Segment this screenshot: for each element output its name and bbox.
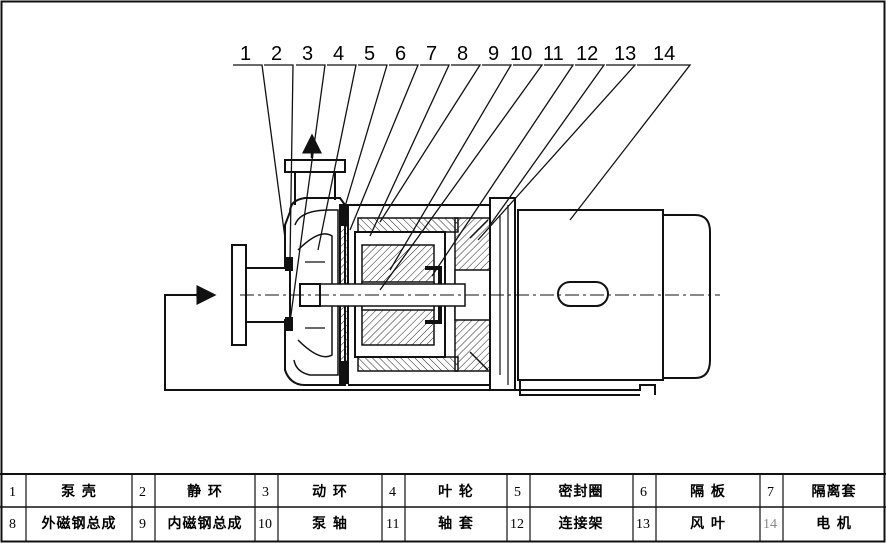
part-name-12: 连接架: [559, 515, 604, 532]
callout-14: 14: [653, 43, 675, 65]
callout-5: 5: [364, 43, 375, 65]
part-name-9: 内磁钢总成: [168, 515, 243, 532]
callout-2: 2: [271, 43, 282, 65]
part-num-10: 10: [258, 517, 272, 532]
part-num-5: 5: [514, 485, 521, 500]
part-name-10: 泵 轴: [312, 515, 348, 532]
callout-9: 9: [488, 43, 499, 65]
callout-6: 6: [395, 43, 406, 65]
part-name-1: 泵 壳: [61, 483, 97, 500]
part-num-7: 7: [767, 485, 774, 500]
base-loop: [164, 294, 656, 395]
callout-numbers: 1 2 3 4 5 6 7 8 9 10 11 12 13 14: [240, 43, 675, 65]
callout-13: 13: [614, 43, 636, 65]
part-name-4: 叶 轮: [438, 483, 474, 500]
part-num-13: 13: [636, 517, 650, 532]
part-num-8: 8: [9, 517, 16, 532]
part-num-9: 9: [139, 517, 146, 532]
part-num-6: 6: [640, 485, 647, 500]
part-name-8: 外磁钢总成: [42, 515, 117, 532]
part-name-5: 密封圈: [558, 483, 604, 500]
callout-11: 11: [543, 43, 564, 65]
motor-endcap: [663, 214, 711, 379]
part-num-11: 11: [386, 517, 399, 532]
callout-3: 3: [302, 43, 313, 65]
callout-1: 1: [240, 43, 251, 65]
callout-8: 8: [457, 43, 468, 65]
motor-slot: [557, 281, 609, 307]
static-ring: [285, 257, 293, 271]
parts-table: [0, 473, 886, 541]
outlet-flange: [284, 159, 346, 173]
outlet-pipe: [294, 172, 336, 205]
part-num-1: 1: [9, 485, 16, 500]
inlet-pipe: [246, 267, 290, 323]
part-name-7: 隔离套: [812, 483, 857, 500]
dynamic-ring: [285, 317, 293, 331]
parts-table-text: 1 泵 壳 2 静 环 3 动 环 4 叶 轮 5 密封圈 6 隔 板 7 隔离…: [9, 483, 857, 532]
callout-12: 12: [576, 43, 598, 65]
fan-blade: [469, 219, 489, 371]
callout-7: 7: [426, 43, 437, 65]
part-num-2: 2: [139, 485, 146, 500]
part-name-2: 静 环: [187, 483, 223, 500]
table-grid: [25, 474, 784, 541]
part-num-4: 4: [389, 485, 396, 500]
part-name-6: 隔 板: [690, 483, 726, 500]
callout-10: 10: [510, 43, 532, 65]
part-name-11: 轴 套: [438, 515, 474, 532]
callout-4: 4: [333, 43, 344, 65]
part-num-12: 12: [510, 517, 524, 532]
part-num-14: 14: [763, 517, 777, 532]
part-name-13: 风 叶: [690, 516, 726, 532]
part-num-3: 3: [262, 485, 269, 500]
part-name-3: 动 环: [312, 483, 348, 500]
part-name-14: 电 机: [816, 515, 852, 532]
outer-magnet-bottom: [357, 356, 459, 372]
cross-section-drawing: [164, 133, 720, 396]
callout-leaders: [233, 64, 692, 323]
fan-flange: [489, 197, 516, 391]
